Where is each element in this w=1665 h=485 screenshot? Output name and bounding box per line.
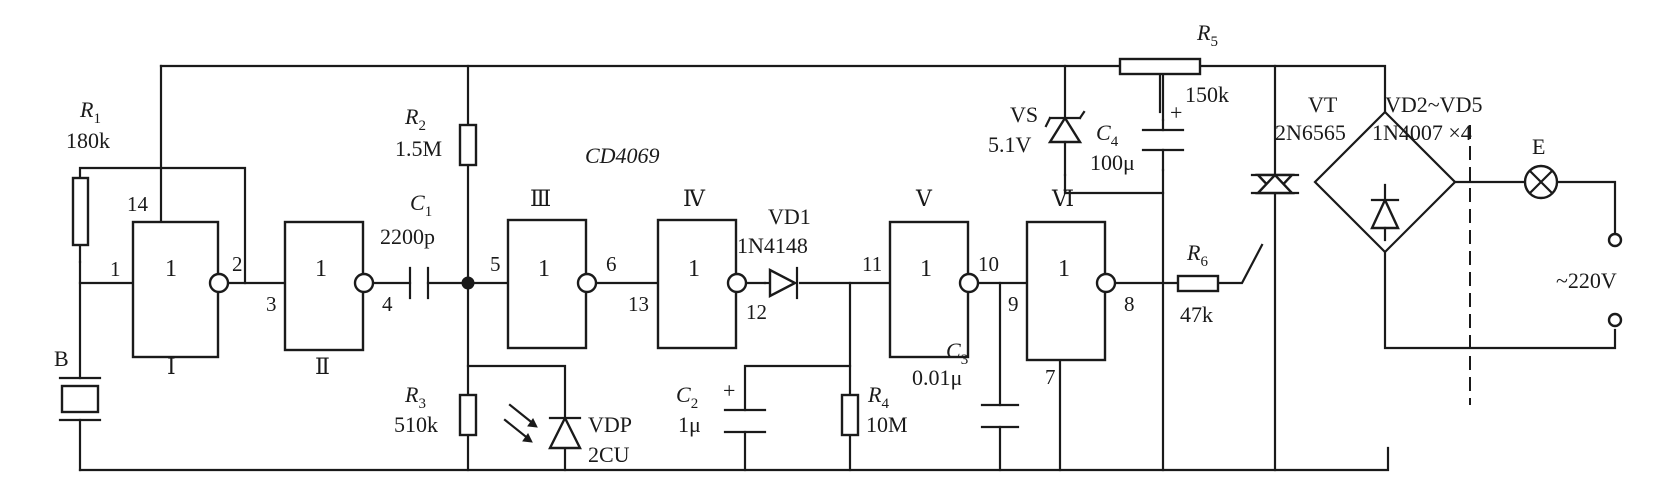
crystal-b — [58, 376, 102, 422]
gate-iv-label: Ⅳ — [683, 186, 706, 211]
svg-text:1: 1 — [538, 256, 550, 282]
svg-text:5: 5 — [490, 252, 501, 276]
vdp-ref: VDP — [588, 412, 632, 437]
svg-text:14: 14 — [127, 192, 149, 216]
gate-iii: 1 — [506, 218, 598, 350]
lamp-e — [1523, 164, 1559, 200]
svg-text:7: 7 — [1045, 365, 1056, 389]
capacitor-c1 — [408, 266, 430, 300]
labels: CD4069 Ⅰ Ⅱ Ⅲ Ⅳ Ⅴ Ⅵ 1 2 3 4 5 6 7 8 9 10 … — [54, 20, 1617, 467]
svg-text:1: 1 — [920, 256, 932, 282]
svg-text:11: 11 — [862, 252, 882, 276]
lamp-ref: E — [1532, 134, 1545, 159]
bridge-value: 1N4007 ×4 — [1372, 120, 1472, 145]
svg-text:2: 2 — [232, 252, 243, 276]
r1-ref: R1 — [79, 97, 101, 127]
r2-value: 1.5M — [395, 136, 442, 161]
gate-i: 1 — [131, 220, 230, 359]
gate-i-bubble — [208, 272, 230, 294]
c4-value: 100μ — [1090, 150, 1135, 175]
gate-ii: 1 — [283, 220, 375, 352]
gate-ii-label: Ⅱ — [315, 354, 330, 379]
c2-ref: C2 — [676, 382, 698, 412]
triac-vt — [1250, 173, 1300, 195]
supply-label: ~220V — [1556, 268, 1617, 293]
gate-i-label: Ⅰ — [167, 354, 176, 379]
svg-text:9: 9 — [1008, 292, 1019, 316]
svg-text:8: 8 — [1124, 292, 1135, 316]
c2-value: 1μ — [678, 412, 701, 437]
photodiode-vdp — [503, 403, 582, 450]
bridge-diode — [1370, 183, 1400, 242]
b-ref: B — [54, 346, 69, 371]
r1-value: 180k — [66, 128, 110, 153]
terminal-top — [1607, 232, 1623, 248]
svg-text:12: 12 — [746, 300, 767, 324]
c1-value: 2200p — [380, 224, 435, 249]
c3-ref: C3 — [946, 338, 968, 368]
gate-v-label: Ⅴ — [915, 186, 933, 211]
r3-value: 510k — [394, 412, 438, 437]
svg-text:10: 10 — [978, 252, 999, 276]
capacitor-c3 — [980, 403, 1020, 429]
vdp-value: 2CU — [588, 442, 630, 467]
vs-ref: VS — [1010, 102, 1038, 127]
r6-value: 47k — [1180, 302, 1213, 327]
r5-value: 150k — [1185, 82, 1229, 107]
resistor-r1 — [71, 176, 90, 247]
svg-text:3: 3 — [266, 292, 277, 316]
r4-value: 10M — [866, 412, 908, 437]
gate-iv: 1 — [656, 218, 748, 350]
svg-text:1: 1 — [1058, 256, 1070, 282]
gate-v: 1 — [888, 220, 980, 359]
diode-vd1 — [763, 266, 799, 300]
bridge-ref: VD2~VD5 — [1385, 92, 1482, 117]
gate-vi-label: Ⅵ — [1051, 186, 1074, 211]
ic-label: CD4069 — [585, 143, 660, 168]
svg-text:4: 4 — [382, 292, 393, 316]
c3-value: 0.01μ — [912, 365, 962, 390]
r5-ref: R5 — [1196, 20, 1218, 50]
vt-value: 2N6565 — [1275, 120, 1346, 145]
gate-iii-label: Ⅲ — [530, 186, 551, 211]
terminal-bottom — [1607, 312, 1623, 328]
resistor-r4 — [840, 393, 860, 437]
vd1-ref: VD1 — [768, 204, 811, 229]
r6-ref: R6 — [1186, 240, 1208, 270]
resistor-r5 — [1118, 57, 1202, 76]
junction-node-5 — [461, 276, 475, 290]
svg-text:1: 1 — [688, 256, 700, 282]
r3-ref: R3 — [404, 382, 426, 412]
svg-text:1: 1 — [110, 257, 121, 281]
svg-text:13: 13 — [628, 292, 649, 316]
resistor-r3 — [458, 393, 478, 437]
resistor-r2 — [458, 123, 478, 167]
gate-vi: 1 — [1025, 220, 1117, 362]
svg-text:1: 1 — [165, 256, 177, 282]
c4-polarity: + — [1170, 100, 1182, 125]
c4-ref: C4 — [1096, 120, 1119, 150]
vd1-value: 1N4148 — [737, 233, 808, 258]
vt-ref: VT — [1308, 92, 1338, 117]
svg-text:1: 1 — [315, 256, 327, 282]
vs-value: 5.1V — [988, 132, 1032, 157]
r2-ref: R2 — [404, 104, 426, 134]
capacitor-c2 — [723, 408, 767, 434]
r4-ref: R4 — [867, 382, 889, 412]
c2-polarity: + — [723, 378, 735, 403]
zener-vs — [1044, 110, 1086, 177]
svg-text:6: 6 — [606, 252, 617, 276]
capacitor-c4 — [1141, 118, 1185, 172]
resistor-r6 — [1176, 274, 1220, 293]
c1-ref: C1 — [410, 190, 432, 220]
